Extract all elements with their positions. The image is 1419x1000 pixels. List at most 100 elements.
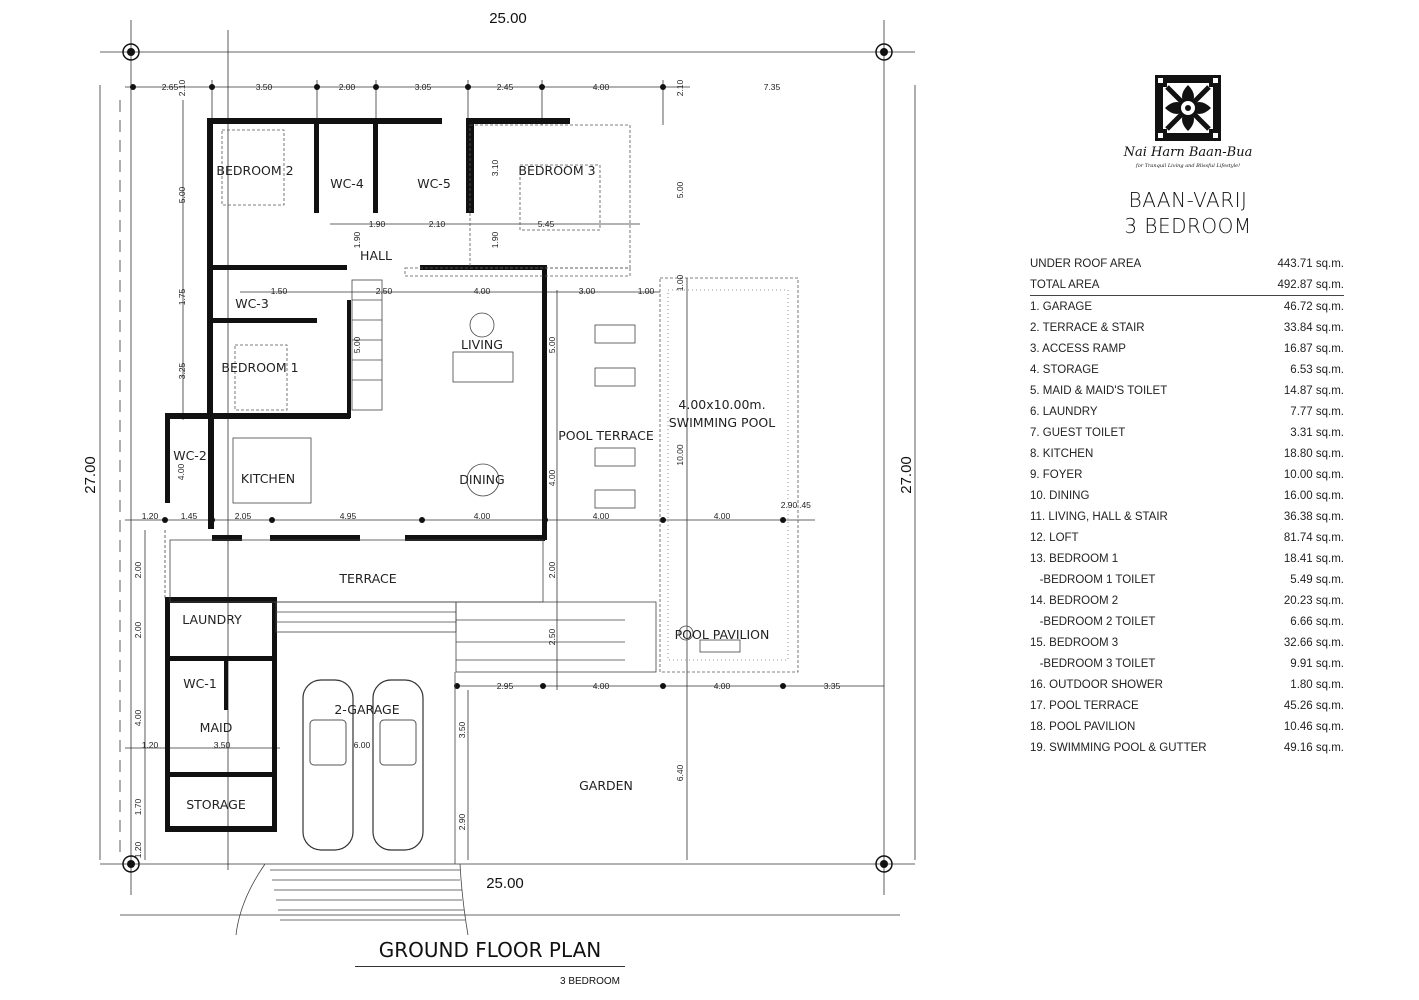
area-value: 6.53 sq.m. (1290, 363, 1344, 376)
dim-label: 2.00 (339, 82, 356, 92)
room-label: SWIMMING POOL (669, 415, 775, 430)
project-type: 3 BEDROOM (1124, 214, 1252, 238)
area-value: 32.66 sq.m. (1283, 636, 1344, 649)
area-label: 19. SWIMMING POOL & GUTTER (1030, 741, 1207, 754)
area-label: 2. TERRACE & STAIR (1030, 321, 1145, 334)
dim-label: 3.50 (256, 82, 273, 92)
dim-label: 2.50 (547, 628, 557, 645)
outlines (164, 124, 799, 936)
room-label: TERRACE (338, 571, 396, 586)
dim-label: 4.00 (133, 709, 143, 726)
dim-label: 2.95 (497, 681, 514, 691)
area-value: 3.31 sq.m. (1290, 426, 1344, 439)
dim-label: 3.00 (579, 286, 596, 296)
dim-label: 4.00 (714, 511, 731, 521)
dim-label: 1.90 (369, 219, 386, 229)
area-value: 16.00 sq.m. (1283, 489, 1344, 502)
room-label: POOL TERRACE (558, 428, 654, 443)
dim-label: 1.20 (142, 740, 159, 750)
dim-label: 2.10 (177, 79, 187, 96)
room-label: WC-3 (235, 296, 269, 311)
dim-label: 4.00 (547, 469, 557, 486)
area-label: TOTAL AREA (1030, 274, 1259, 296)
area-value: 16.87 sq.m. (1283, 342, 1344, 355)
room-label: 4.00x10.00m. (678, 397, 765, 412)
area-label: 13. BEDROOM 1 (1030, 552, 1119, 565)
dim-label: 1.75 (177, 288, 187, 305)
dim-label: 5.00 (352, 336, 362, 353)
area-value: 1.80 sq.m. (1290, 678, 1344, 691)
area-label: 1. GARAGE (1030, 300, 1092, 313)
dim-label: 1.70 (133, 798, 143, 815)
dim-label: 4.95 (340, 511, 357, 521)
dim-label: 3.35 (824, 681, 841, 691)
room-label: BEDROOM 3 (518, 163, 595, 178)
logo: Nai Harn Baan-Bua for Tranquil Living an… (1030, 75, 1346, 169)
brand-tagline: for Tranquil Living and Blissful Lifesty… (1135, 163, 1241, 169)
dim-label: 1.00 (638, 286, 655, 296)
lotus-emblem-icon (1155, 75, 1221, 141)
dim-label: 1.50 (271, 286, 288, 296)
room-label: BEDROOM 1 (221, 360, 298, 375)
dim-label: 2.65 (162, 82, 179, 92)
area-value: 81.74 sq.m. (1283, 531, 1344, 544)
room-label: WC-1 (183, 676, 217, 691)
dim-label: 3.50 (214, 740, 231, 750)
area-label: -BEDROOM 1 TOILET (1030, 573, 1156, 586)
dim-label: 3.10 (490, 159, 500, 176)
area-value: 45.26 sq.m. (1283, 699, 1344, 712)
room-label: HALL (360, 248, 392, 263)
overall-dim-top: 25.00 (489, 10, 527, 27)
dim-label: 3.05 (415, 82, 432, 92)
dim-label: 1.00 (675, 274, 685, 291)
walls (165, 118, 570, 832)
overall-dim-bottom: 25.00 (486, 875, 524, 892)
area-label: 17. POOL TERRACE (1030, 699, 1139, 712)
room-label: DINING (459, 472, 504, 487)
room-label: WC-4 (330, 176, 364, 191)
area-label: 9. FOYER (1030, 468, 1083, 481)
info-panel: Nai Harn Baan-Bua for Tranquil Living an… (1030, 75, 1346, 758)
area-label: 15. BEDROOM 3 (1030, 636, 1119, 649)
dim-label: .45 (799, 500, 811, 510)
room-label: WC-2 (173, 448, 207, 463)
area-label: -BEDROOM 3 TOILET (1030, 657, 1156, 670)
area-label: -BEDROOM 2 TOILET (1030, 615, 1156, 628)
area-label: 6. LAUNDRY (1030, 405, 1098, 418)
area-row: -BEDROOM 3 TOILET 9.91 sq.m. (1030, 653, 1344, 674)
dim-label: 2.90 (457, 813, 467, 830)
room-label: BEDROOM 2 (216, 163, 293, 178)
room-labels: BEDROOM 2 WC-4 WC-5 BEDROOM 3 HALL WC-3 … (173, 163, 775, 812)
area-value: 9.91 sq.m. (1290, 657, 1344, 670)
area-value: 33.84 sq.m. (1283, 321, 1344, 334)
area-value: 18.80 sq.m. (1283, 447, 1344, 460)
area-row: 15. BEDROOM 3 32.66 sq.m. (1030, 632, 1344, 653)
grid-markers (122, 43, 893, 873)
dim-label: 3.50 (457, 721, 467, 738)
area-row: 17. POOL TERRACE 45.26 sq.m. (1030, 695, 1344, 716)
area-value: 10.46 sq.m. (1283, 720, 1344, 733)
dim-label: 4.00 (593, 681, 610, 691)
dim-label: 2.50 (376, 286, 393, 296)
area-label: 11. LIVING, HALL & STAIR (1030, 510, 1168, 523)
area-value: 14.87 sq.m. (1283, 384, 1344, 397)
area-value: 20.23 sq.m. (1283, 594, 1344, 607)
drawing-title: GROUND FLOOR PLAN (355, 938, 625, 967)
dim-label: 1.90 (352, 231, 362, 248)
dim-label: 2.45 (497, 82, 514, 92)
room-label: POOL PAVILION (675, 627, 770, 642)
dim-label: 3.25 (177, 362, 187, 379)
area-value: 443.71 sq.m. (1277, 257, 1344, 270)
dim-label: 2.05 (235, 511, 252, 521)
area-label: 14. BEDROOM 2 (1030, 594, 1119, 607)
area-label: 12. LOFT (1030, 531, 1079, 544)
room-label: STORAGE (186, 797, 246, 812)
dim-label: 4.00 (593, 82, 610, 92)
room-label: WC-5 (417, 176, 451, 191)
